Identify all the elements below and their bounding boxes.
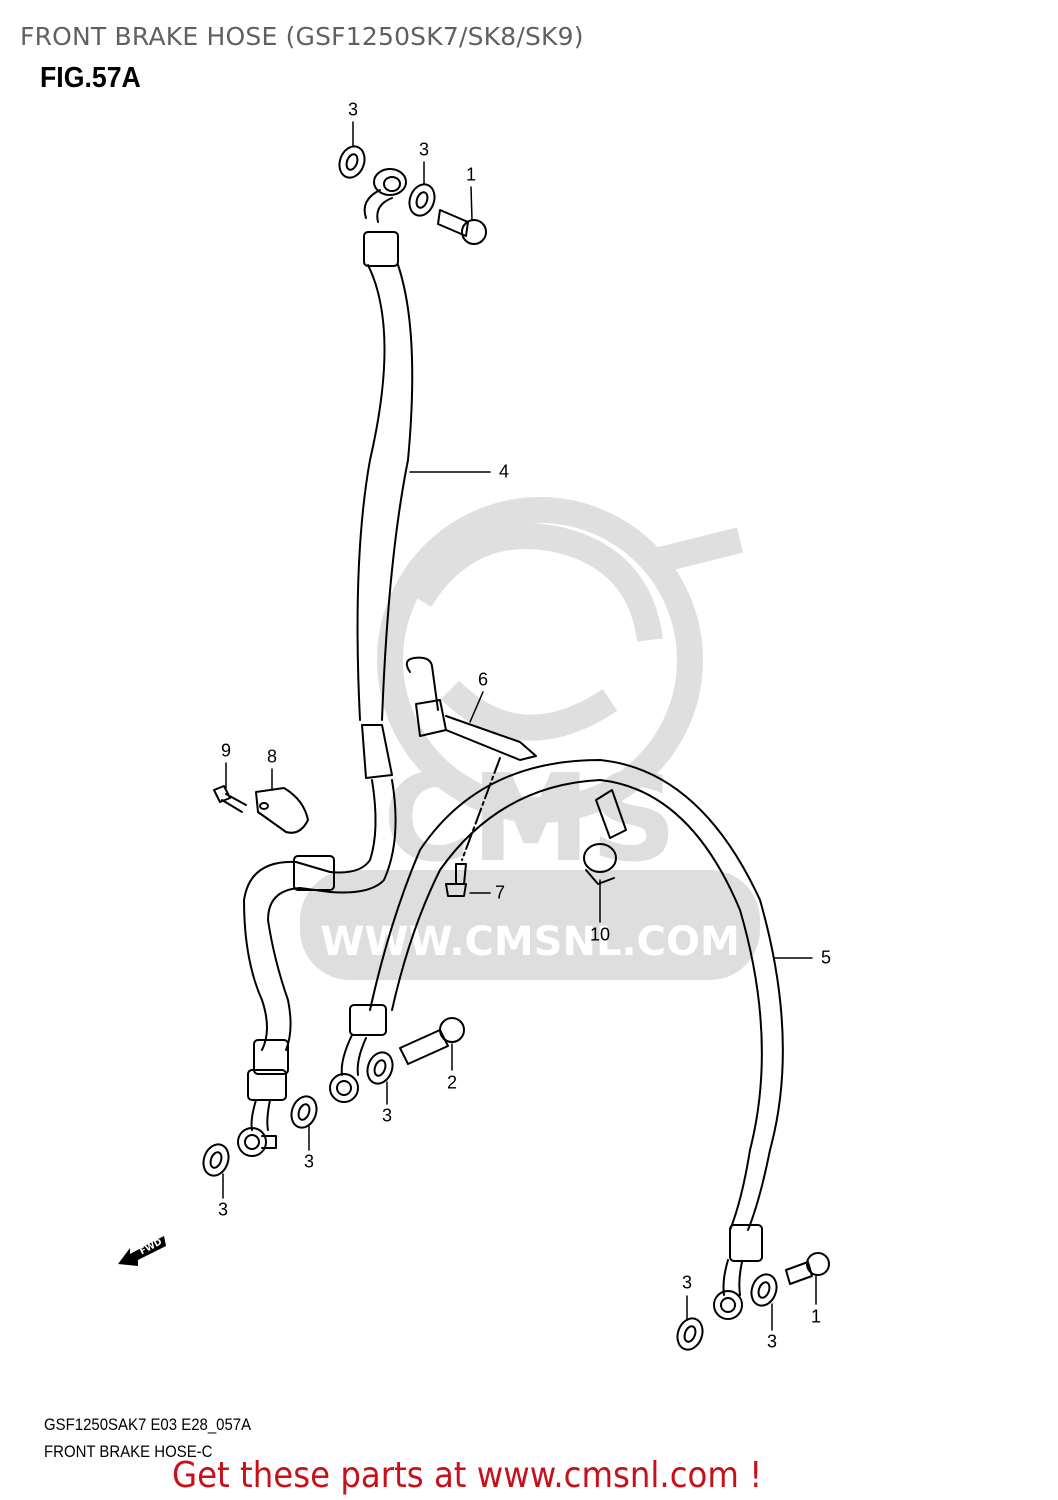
callout-bolt-7[interactable]: 7 <box>494 882 506 903</box>
callout-lower-hose-5[interactable]: 5 <box>820 947 832 968</box>
callout-bolt-9[interactable]: 9 <box>220 740 232 761</box>
lower-brake-hose <box>329 759 784 1320</box>
callout-upper-hose-4[interactable]: 4 <box>498 461 510 482</box>
forward-arrow-icon: FWD <box>118 1236 166 1266</box>
figure-label: FIG.57A <box>40 62 141 94</box>
upper-brake-hose <box>237 168 414 1157</box>
clamp-bracket-8 <box>255 787 309 834</box>
page-title: FRONT BRAKE HOSE (GSF1250SK7/SK8/SK9) <box>20 22 584 51</box>
watermark <box>377 497 744 823</box>
callout-clamp-8[interactable]: 8 <box>266 746 278 767</box>
union-bolt-2 <box>399 1017 465 1065</box>
callout-clamp-10[interactable]: 10 <box>589 924 611 945</box>
callout-washer-3[interactable]: 3 <box>303 1151 315 1172</box>
callout-washer-3[interactable]: 3 <box>681 1272 693 1293</box>
callout-washer-3[interactable]: 3 <box>381 1105 393 1126</box>
callout-washer-3[interactable]: 3 <box>418 139 430 160</box>
callout-union-bolt-2[interactable]: 2 <box>446 1072 458 1093</box>
callout-washer-3[interactable]: 3 <box>217 1199 229 1220</box>
bolt-9 <box>213 785 247 813</box>
hose-guide-bracket <box>405 656 537 761</box>
watermark-cms-logo: CMS <box>300 750 760 980</box>
callout-union-bolt-1[interactable]: 1 <box>810 1306 822 1327</box>
diagram-code: GSF1250SAK7 E03 E28_057A <box>44 1415 252 1434</box>
svg-text:CMS: CMS <box>383 750 677 889</box>
bolt-7 <box>445 757 501 897</box>
union-bolt-bottom <box>785 1252 830 1285</box>
callout-union-bolt-1[interactable]: 1 <box>465 164 477 185</box>
watermark-url: WWW.CMSNL.COM <box>320 919 740 965</box>
promo-link[interactable]: Get these parts at www.cmsnl.com ! <box>172 1455 763 1496</box>
diagram-name: FRONT BRAKE HOSE-C <box>44 1442 213 1461</box>
union-bolt-top <box>437 209 487 245</box>
leader-lines <box>222 121 817 1331</box>
washers <box>202 145 778 1351</box>
svg-text:FWD: FWD <box>138 1237 163 1257</box>
callout-washer-3[interactable]: 3 <box>347 99 359 120</box>
callout-bracket-6[interactable]: 6 <box>477 669 489 690</box>
callout-washer-3[interactable]: 3 <box>766 1331 778 1352</box>
hose-clamp-10 <box>583 843 617 885</box>
